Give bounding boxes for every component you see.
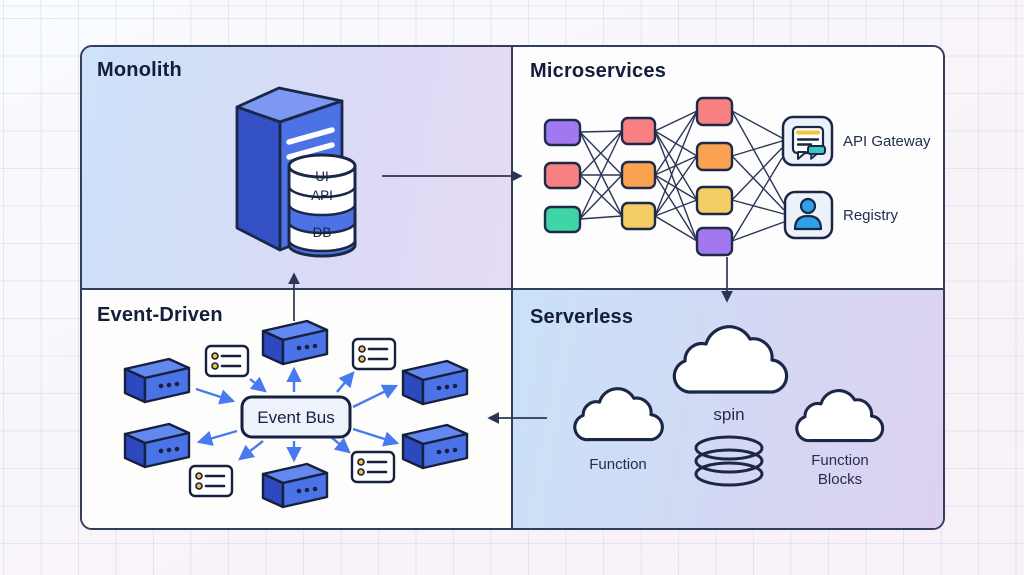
function-blocks-label-line2: Blocks (818, 471, 862, 488)
event-arrow (249, 376, 267, 393)
cloud-large-icon (672, 325, 789, 394)
api-gateway-label: API Gateway (843, 133, 931, 150)
microservices-title: Microservices (530, 60, 667, 82)
service-node (620, 116, 657, 146)
event-server-box-icon (261, 462, 329, 509)
event-server-box-icon (123, 422, 191, 469)
event-arrow (196, 429, 238, 446)
event-driven-title: Event-Driven (97, 304, 223, 326)
registry-icon (783, 190, 834, 240)
coil-icon (694, 435, 764, 487)
monolith-title: Monolith (97, 59, 182, 81)
service-node (695, 96, 734, 127)
db-layer-ui: UI (315, 169, 329, 184)
spin-label: spin (713, 405, 744, 424)
service-node (620, 160, 657, 190)
api-gateway-icon (781, 115, 834, 167)
db-layer-api: API (311, 188, 333, 203)
serverless-title: Serverless (530, 306, 634, 328)
event-list-card-icon (188, 464, 234, 498)
service-node (695, 185, 734, 216)
event-server-box-icon (123, 357, 191, 404)
function-blocks-label-line1: Function (811, 452, 869, 469)
function-label: Function (589, 456, 647, 473)
microservices-mesh-lines (579, 110, 785, 242)
service-node (543, 118, 582, 147)
event-arrows (195, 366, 400, 463)
microservices-nodes (543, 96, 734, 257)
event-arrow (336, 371, 355, 393)
service-node (695, 141, 734, 172)
horizontal-divider (82, 288, 943, 290)
service-node (620, 201, 657, 231)
event-arrow (195, 387, 236, 405)
cloud-blocks-icon (795, 389, 885, 443)
event-arrow (352, 384, 399, 409)
event-arrow (352, 427, 400, 447)
event-list-card-icon (351, 337, 397, 371)
event-bus: Event Bus (240, 395, 352, 439)
db-layer-db: DB (313, 225, 332, 240)
event-arrow (330, 436, 351, 454)
flow-arrows (288, 170, 733, 424)
event-server-box-icon (401, 423, 469, 470)
event-bus-label: Event Bus (257, 408, 335, 427)
event-list-card-icon (204, 344, 250, 378)
event-server-box-icon (261, 319, 329, 366)
event-server-box-icon (401, 359, 469, 406)
cloud-function-icon (573, 387, 664, 442)
service-node (543, 161, 582, 190)
service-node (543, 205, 582, 234)
event-arrow (238, 440, 264, 461)
database-stack-icon: UI API DB (287, 153, 357, 258)
event-list-card-icon (350, 450, 396, 484)
vertical-divider (511, 47, 513, 528)
service-node (695, 226, 734, 257)
registry-label: Registry (843, 207, 899, 224)
